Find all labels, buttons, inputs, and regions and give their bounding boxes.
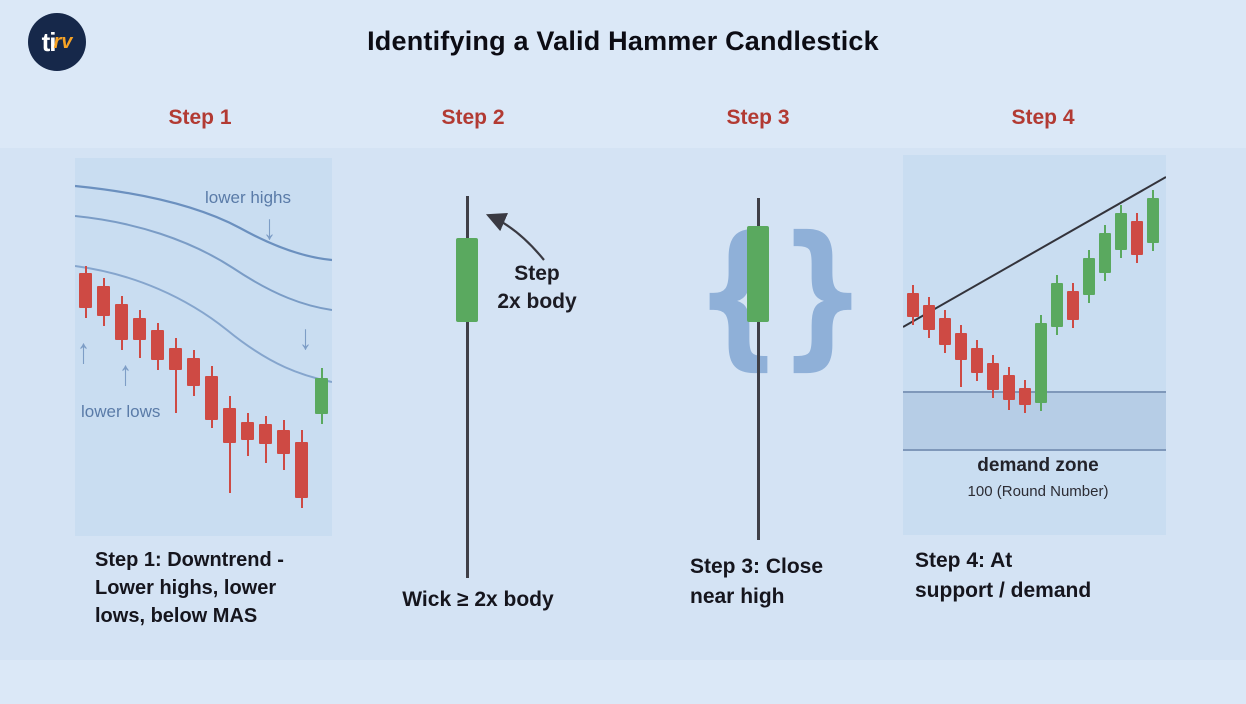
candle-body xyxy=(187,358,200,386)
candle-body xyxy=(133,318,146,340)
candle-body xyxy=(277,430,290,454)
step-1-heading: Step 1 xyxy=(168,106,232,129)
step1-chart-panel: lower highs ↓ ↓ ↑ ↑ lower lows xyxy=(75,158,332,536)
candle-body xyxy=(1019,388,1031,405)
step2-caption: Wick ≥ 2x body xyxy=(402,588,554,611)
lower-highs-label: lower highs xyxy=(205,188,291,207)
candle-body xyxy=(971,348,983,373)
hammer-body xyxy=(747,226,769,322)
candle-body xyxy=(1067,291,1079,320)
candle-body xyxy=(1083,258,1095,295)
left-brace-icon: { xyxy=(694,203,783,386)
step3-caption-line1: Step 3: Close xyxy=(690,555,824,578)
brand-logo: ti rv xyxy=(28,13,86,71)
candle-body xyxy=(1051,283,1063,327)
down-arrow-icon: ↓ xyxy=(299,316,312,358)
demand-zone-band xyxy=(903,391,1166,451)
step1-caption-line1: Step 1: Downtrend - xyxy=(95,549,284,571)
step3-caption-line2: near high xyxy=(690,585,785,608)
page-title: Identifying a Valid Hammer Candlestick xyxy=(367,26,879,56)
hammer-body xyxy=(456,238,478,322)
candle-body xyxy=(1147,198,1159,243)
candle-wick xyxy=(174,338,177,413)
candle-body xyxy=(97,286,110,316)
step4-caption-line1: Step 4: At xyxy=(915,549,1013,572)
step1-caption: Step 1: Downtrend - Lower highs, lower l… xyxy=(95,546,345,630)
candlestick-chart xyxy=(903,155,1166,535)
candle-body xyxy=(169,348,182,370)
candle-body xyxy=(939,318,951,345)
hammer-wick xyxy=(466,196,469,578)
step4-caption: Step 4: At support / demand xyxy=(915,546,1165,606)
demand-zone-label: demand zone xyxy=(977,455,1099,476)
callout-arrow-icon xyxy=(485,212,545,261)
step-2-heading: Step 2 xyxy=(441,106,505,129)
step4-caption-line2: support / demand xyxy=(915,579,1092,602)
candle-body xyxy=(79,273,92,308)
step1-caption-line3: lows, below MAS xyxy=(95,605,258,627)
candle-body xyxy=(115,304,128,340)
candle-wick xyxy=(228,396,231,493)
step-4-heading: Step 4 xyxy=(1011,106,1075,129)
candle-body xyxy=(1035,323,1047,403)
step1-caption-line2: Lower highs, lower xyxy=(95,577,277,599)
wick-callout: Step 2x body xyxy=(492,260,582,316)
candle-body xyxy=(295,442,308,498)
round-number-label: 100 (Round Number) xyxy=(967,483,1109,500)
callout-line2: 2x body xyxy=(497,290,577,313)
candle-body xyxy=(151,330,164,360)
step3-caption: Step 3: Close near high xyxy=(690,552,890,612)
up-arrow-icon: ↑ xyxy=(119,352,132,394)
trend-line xyxy=(903,176,1166,328)
candle-body xyxy=(223,408,236,443)
candle-body xyxy=(259,424,272,444)
candle-body xyxy=(907,293,919,317)
step4-chart-panel: demand zone 100 (Round Number) xyxy=(903,155,1166,535)
candle-body xyxy=(241,422,254,440)
candle-body xyxy=(205,376,218,420)
callout-line1: Step xyxy=(514,262,560,285)
right-brace-icon: } xyxy=(778,203,867,386)
candle-body xyxy=(315,378,328,414)
candle-body xyxy=(1099,233,1111,273)
candle-body xyxy=(1131,221,1143,255)
candle-body xyxy=(1115,213,1127,250)
logo-text-secondary: rv xyxy=(53,30,73,53)
moving-average-curves xyxy=(75,184,332,383)
hammer-wick xyxy=(757,198,760,540)
candle-body xyxy=(955,333,967,360)
candle-body xyxy=(1003,375,1015,400)
candle-body xyxy=(987,363,999,390)
step-3-heading: Step 3 xyxy=(726,106,790,129)
lower-lows-label: lower lows xyxy=(81,402,161,421)
up-arrow-icon: ↑ xyxy=(77,330,90,372)
candle-body xyxy=(923,305,935,330)
logo-text-primary: ti xyxy=(41,26,57,57)
candlestick-chart xyxy=(75,158,332,536)
down-arrow-icon: ↓ xyxy=(263,206,276,248)
